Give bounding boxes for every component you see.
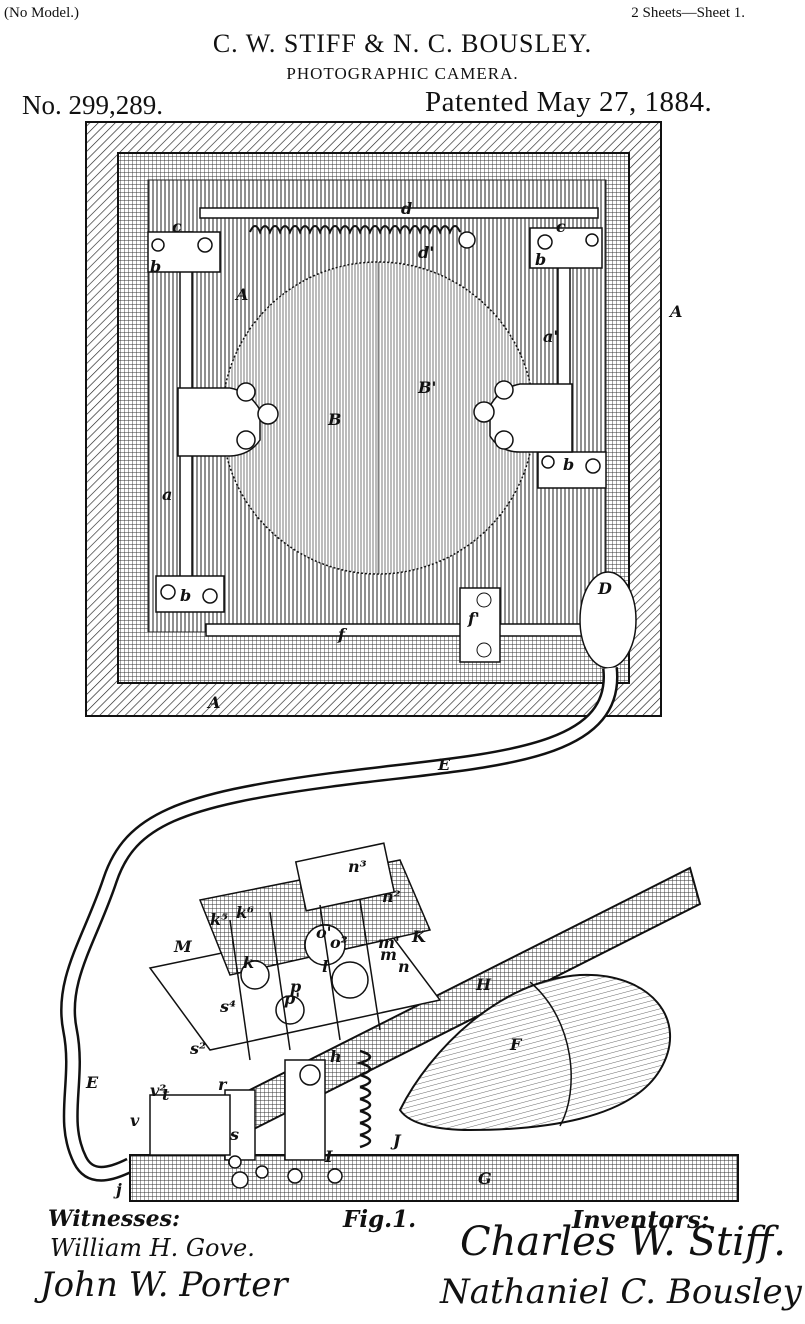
brackets [147,227,607,613]
label-K: K [411,927,427,946]
label-c-right: c [556,217,566,236]
label-f: f [337,625,348,644]
label-A-bottom: A [206,693,220,712]
invention-title: PHOTOGRAPHIC CAMERA. [286,64,519,83]
label-v2: v² [150,1081,166,1100]
label-F: F [509,1035,523,1054]
top-rod-and-spring [199,207,599,249]
label-n3: n³ [348,857,367,876]
label-f-prime: f' [467,609,480,628]
label-J: J [390,1131,402,1150]
air-tube [60,667,619,1182]
label-o1: o' [316,923,332,942]
disk-hinges [177,380,573,457]
drawing-labels: A A A a a' b b b b B B' d d' c c D f f' … [85,199,682,1199]
label-b-mr: b [563,455,574,474]
label-k5: k⁵ [210,910,228,929]
sheet-info: 2 Sheets—Sheet 1. [631,5,745,21]
inventor-signature-2: Nathaniel C. Bousley [440,1272,802,1312]
label-D: D [597,579,612,598]
witness-signature-1: William H. Gove. [50,1234,255,1262]
trigger-lever [149,1059,343,1189]
label-A-right: A [668,302,682,321]
label-p-prime: p' [284,989,300,1008]
label-s4: s⁴ [219,997,236,1016]
label-a-left: a [162,485,172,504]
witnesses-label: Witnesses: [48,1206,181,1232]
patent-date: Patented May 27, 1884. [425,86,713,118]
inventors-heading: C. W. STIFF & N. C. BOUSLEY. [212,29,593,58]
label-m: m [380,945,397,964]
bottom-rod [205,571,637,669]
figure-label: Fig.1. [343,1206,417,1233]
label-d-prime: d' [418,243,434,262]
label-I: I [324,1147,333,1166]
label-v: v [130,1111,140,1130]
label-M: M [173,937,193,956]
inventors-label: Inventors: [572,1205,710,1234]
label-n2: n² [382,887,401,906]
label-t: t [162,1085,170,1104]
label-h: h [330,1047,342,1066]
label-b-tr: b [535,250,546,269]
label-o2: o² [330,933,348,952]
label-E-top: E [437,755,451,774]
label-A-left: A [234,285,248,304]
label-n: n [398,957,410,976]
inventor-signature-1: Charles W. Stiff. [460,1219,786,1265]
label-c-left: c [172,217,182,236]
label-r: r [218,1075,228,1094]
patent-number: No. 299,289. [22,90,163,120]
clockwork-mechanism [148,842,442,1061]
label-H: H [475,975,492,994]
witness-signature-2: John W. Porter [40,1265,288,1305]
model-note: (No Model.) [4,5,79,21]
label-E-left: E [85,1073,99,1092]
label-l: l [322,957,328,976]
label-a-right: a' [543,327,558,346]
label-G: G [478,1169,492,1188]
label-s: s [229,1125,239,1144]
label-b-tl: b [150,257,161,276]
label-d: d [401,199,412,218]
label-m-prime: m' [378,933,400,952]
label-k: k [243,953,254,972]
label-k6: k⁶ [236,903,254,922]
label-B: B [327,410,342,429]
bulb-spring [355,1049,372,1149]
label-B-prime: B' [417,378,436,397]
label-j: j [113,1180,122,1199]
label-b-bl: b [180,586,191,605]
label-s2: s² [189,1039,206,1058]
label-p: p [290,977,301,996]
base-board [129,1154,739,1202]
rubber-bulb [398,973,672,1132]
